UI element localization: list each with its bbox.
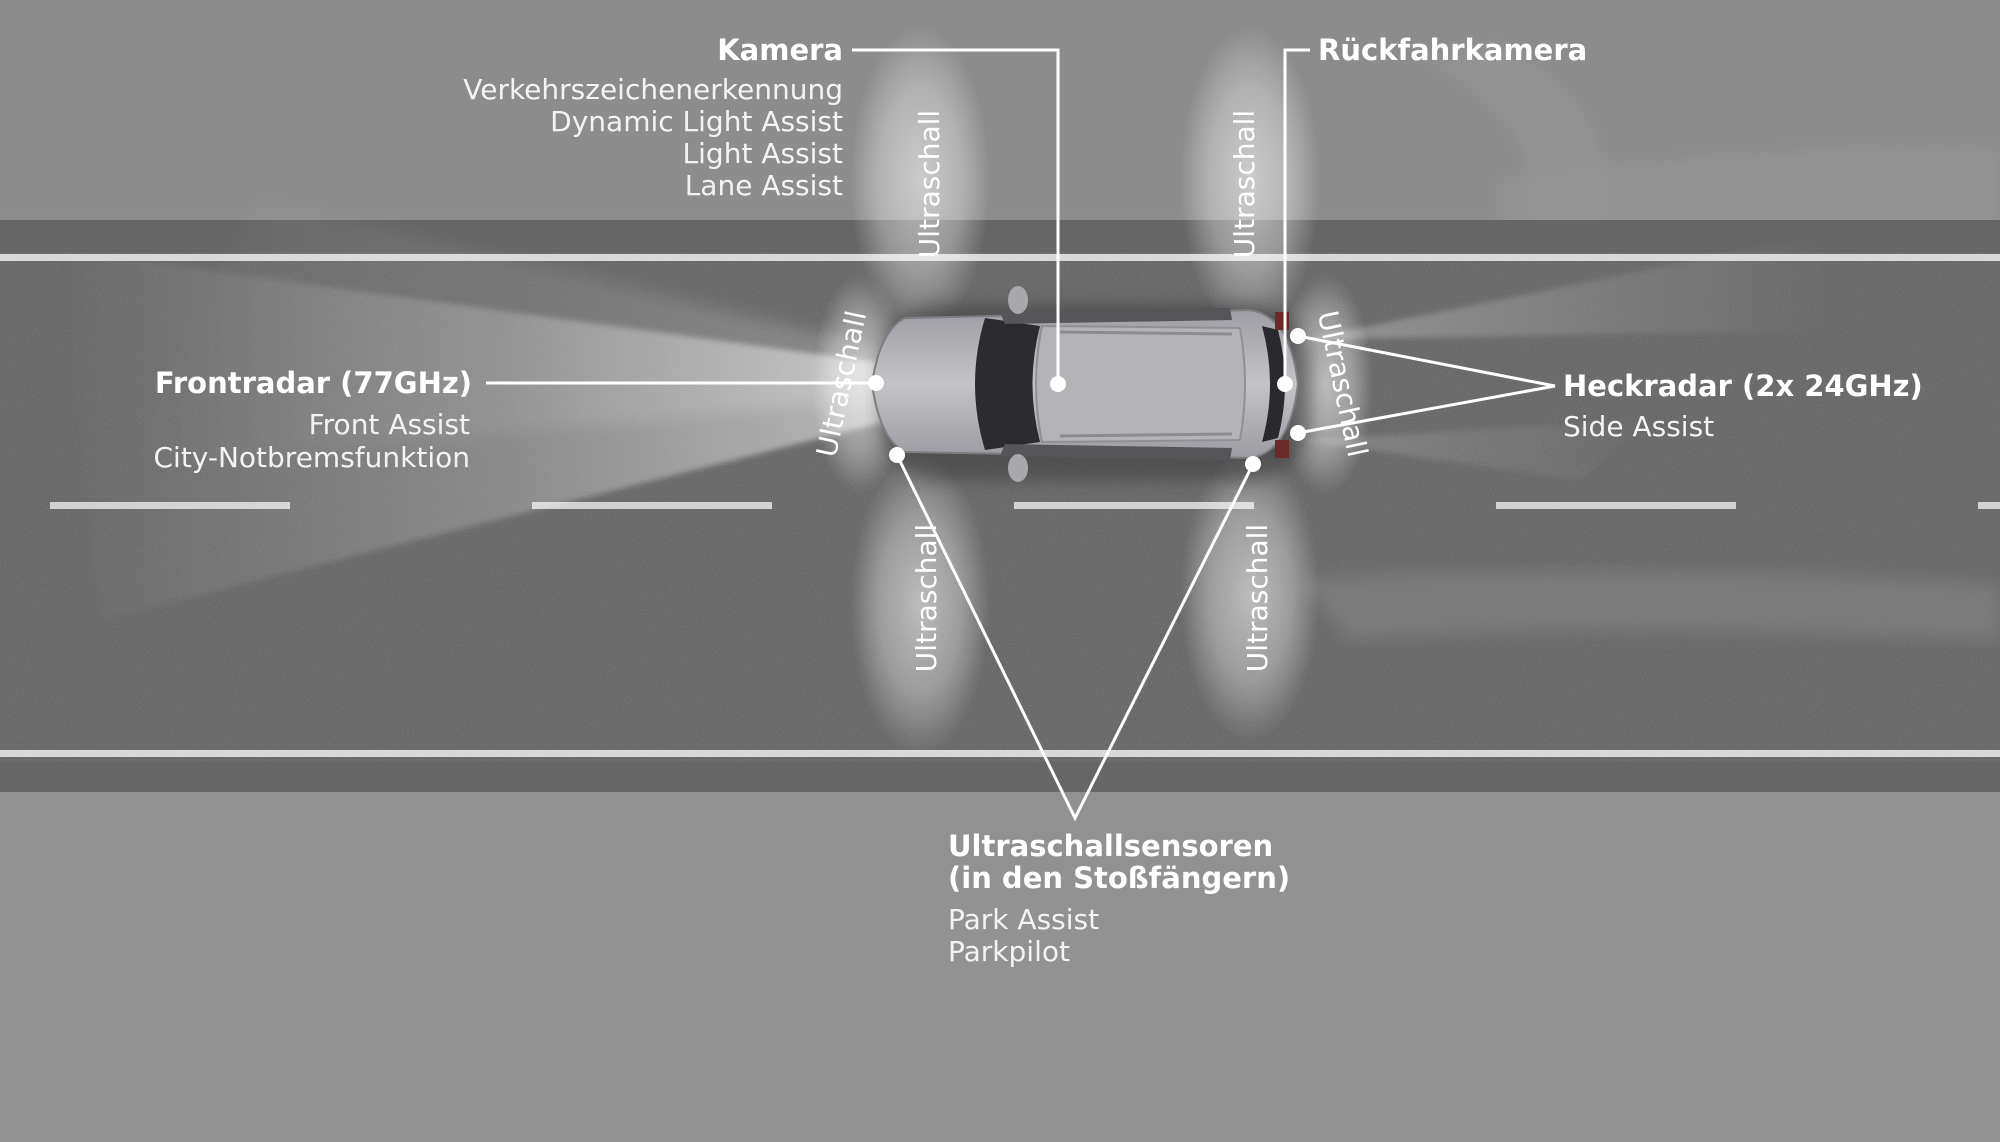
ultraschallsensoren-feature-1: Park Assist — [948, 903, 1100, 936]
ultraschall-zone-front-bottom: Ultraschall — [910, 523, 943, 673]
ultraschallsensoren-feature-2: Parkpilot — [948, 935, 1070, 968]
ultraschallsensoren-title-line2: (in den Stoßfängern) — [948, 861, 1291, 895]
ultraschall-zone-rear-bottom: Ultraschall — [1241, 523, 1274, 673]
rueckfahrkamera-title: Rückfahrkamera — [1318, 33, 1588, 67]
kamera-feature-4: Lane Assist — [684, 169, 843, 202]
ultraschallsensoren-title-line1: Ultraschallsensoren — [948, 829, 1274, 863]
frontradar-feature-2: City-Notbremsfunktion — [153, 441, 470, 474]
frontradar-feature-1: Front Assist — [308, 408, 470, 441]
kamera-feature-3: Light Assist — [682, 137, 843, 170]
kamera-feature-1: Verkehrszeichenerkennung — [463, 73, 843, 106]
heckradar-feature-1: Side Assist — [1563, 410, 1715, 443]
ultraschall-zone-front-top: Ultraschall — [913, 109, 946, 259]
kamera-title: Kamera — [717, 33, 843, 67]
heckradar-title: Heckradar (2x 24GHz) — [1563, 369, 1923, 403]
frontradar-title: Frontradar (77GHz) — [154, 366, 472, 400]
ultraschall-zone-rear-top: Ultraschall — [1228, 109, 1261, 259]
kamera-feature-2: Dynamic Light Assist — [550, 105, 843, 138]
